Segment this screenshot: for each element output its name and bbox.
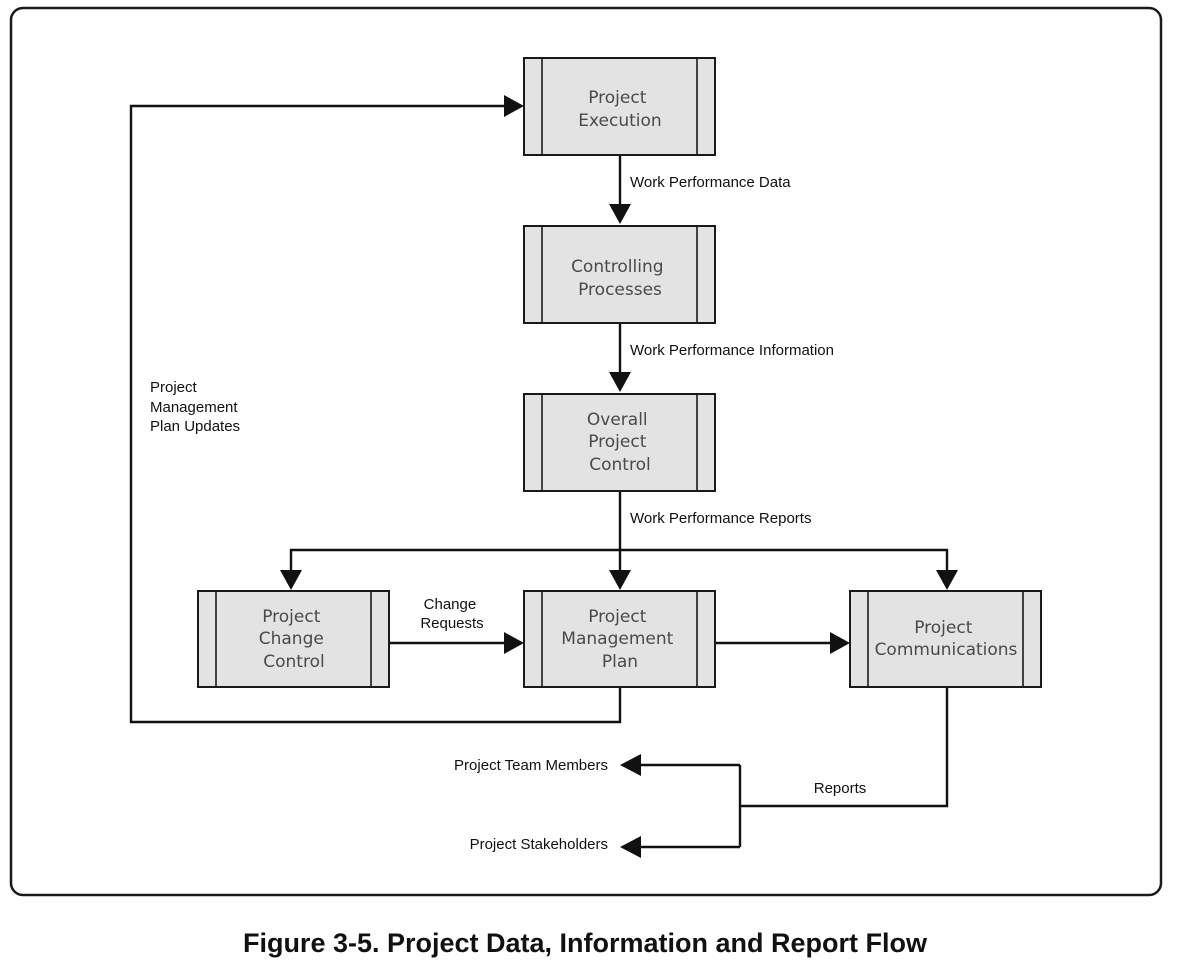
node-label-line: Control	[263, 652, 324, 672]
node-label: Project Execution	[578, 88, 661, 131]
node-label-line: Project	[262, 607, 320, 627]
arrowhead-right-icon	[504, 95, 524, 117]
flow-lines	[129, 95, 958, 858]
label-line: Change	[424, 596, 477, 613]
node-label-line: Control	[589, 455, 650, 475]
node-label-line: Plan	[602, 652, 638, 672]
process-box	[523, 225, 716, 324]
node-controlling-processes: Controlling Processes	[523, 225, 716, 324]
node-label-line: Project	[914, 618, 972, 638]
node-project-communications: Project Communications	[849, 590, 1042, 688]
node-label-line: Project	[588, 432, 646, 452]
label-work-performance-information: Work Performance Information	[630, 342, 834, 359]
diagram-frame	[9, 6, 1163, 897]
arrowhead-down-icon	[936, 570, 958, 590]
process-box	[849, 590, 1042, 688]
figure-caption: Figure 3-5. Project Data, Information an…	[243, 928, 928, 958]
label-line: Requests	[420, 615, 483, 632]
label-reports: Reports	[814, 780, 867, 797]
node-label: Controlling Processes	[571, 257, 669, 300]
edge-plan-updates-loop	[129, 104, 622, 724]
arrowhead-right-icon	[504, 632, 524, 654]
arrowhead-down-icon	[280, 570, 302, 590]
arrowhead-down-icon	[609, 570, 631, 590]
node-project-change-control: Project Change Control	[197, 590, 390, 688]
arrowhead-right-icon	[830, 632, 850, 654]
label-line: Plan Updates	[150, 418, 240, 435]
arrowhead-left-icon	[620, 754, 641, 776]
label-change-requests: Change Requests	[420, 596, 483, 632]
node-label-line: Execution	[578, 111, 661, 131]
node-label-line: Processes	[578, 280, 662, 300]
node-overall-project-control: Overall Project Control	[523, 393, 716, 492]
node-project-management-plan: Project Management Plan	[523, 590, 716, 688]
edge-distribution-bus	[289, 548, 949, 571]
process-box	[523, 590, 716, 688]
node-label-line: Controlling	[571, 257, 663, 277]
arrowhead-left-icon	[620, 836, 641, 858]
arrowhead-down-icon	[609, 372, 631, 392]
label-line: Project	[150, 379, 198, 396]
node-execution: Project Execution	[523, 57, 716, 156]
node-label-line: Change	[259, 629, 324, 649]
node-label-line: Management	[561, 629, 673, 649]
node-label-line: Overall	[587, 410, 648, 430]
label-project-team-members: Project Team Members	[454, 757, 608, 774]
label-work-performance-data: Work Performance Data	[630, 174, 791, 191]
process-box	[197, 590, 390, 688]
edge-reports	[740, 687, 949, 808]
arrowhead-down-icon	[609, 204, 631, 224]
label-work-performance-reports: Work Performance Reports	[630, 510, 811, 527]
label-plan-updates: Project Management Plan Updates	[150, 379, 242, 435]
process-box	[523, 393, 716, 492]
label-project-stakeholders: Project Stakeholders	[470, 836, 608, 853]
node-label: Project Management Plan	[561, 607, 678, 672]
node-label: Project Communications	[875, 618, 1018, 660]
node-label-line: Communications	[875, 640, 1018, 660]
node-label-line: Project	[588, 88, 646, 108]
node-label: Overall Project Control	[587, 410, 653, 475]
node-label-line: Project	[588, 607, 646, 627]
node-label: Project Change Control	[259, 607, 330, 672]
label-line: Management	[150, 399, 238, 416]
process-box	[523, 57, 716, 156]
